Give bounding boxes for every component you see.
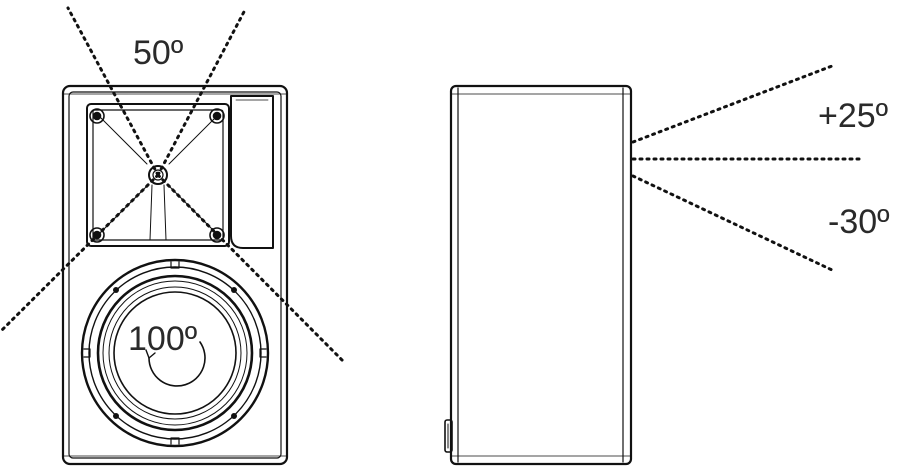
vertical-up-angle-label: +25º <box>818 97 888 135</box>
woofer-angle-arc <box>148 341 206 387</box>
front-dispersion-lower-left <box>0 173 160 334</box>
side-handle <box>444 419 453 453</box>
front-view <box>0 6 346 466</box>
woofer-angle-label: 100º <box>128 320 197 358</box>
front-dispersion-lower-right <box>156 173 346 364</box>
screw-bottom-right <box>209 227 225 243</box>
screw-bottom-left <box>89 227 105 243</box>
front-dispersion-lines <box>0 6 346 364</box>
side-dispersion-down <box>631 174 834 272</box>
woofer <box>80 258 270 448</box>
side-dispersion-up <box>631 64 834 144</box>
side-cabinet <box>449 84 633 466</box>
side-view <box>444 64 866 466</box>
horizontal-angle-label: 50º <box>133 34 183 72</box>
woofer-notches <box>83 261 267 445</box>
screw-top-left <box>89 108 105 124</box>
bass-port <box>230 95 274 249</box>
vertical-down-angle-label: -30º <box>828 203 890 241</box>
side-dispersion-lines <box>631 64 866 272</box>
screw-top-right <box>209 108 225 124</box>
woofer-bolts <box>113 287 237 419</box>
front-dispersion-upper-right <box>156 6 248 177</box>
front-cabinet <box>61 84 289 466</box>
